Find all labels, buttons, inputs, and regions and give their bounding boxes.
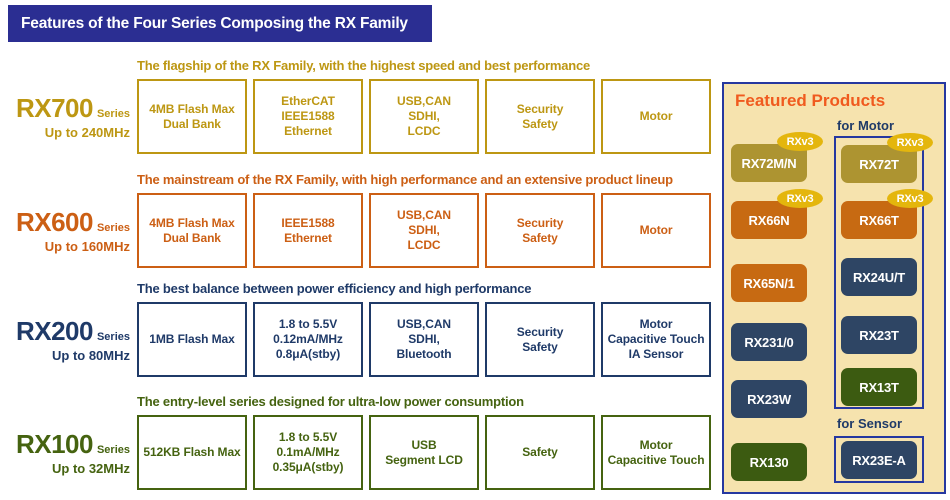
feature-box-flash: 512KB Flash Max	[137, 415, 247, 490]
product-name: RX24U/T	[852, 269, 906, 285]
series-word: Series	[96, 331, 130, 343]
product-name: RX23W	[747, 391, 791, 407]
series-name-line: RX600 Series	[16, 207, 130, 238]
feature-box-security: Security Safety	[485, 79, 595, 154]
series-label-rx600: RX600 Series Up to 160MHz	[0, 193, 130, 268]
series-label-rx100: RX100 Series Up to 32MHz	[0, 415, 130, 490]
feature-box-flash: 4MB Flash Max Dual Bank	[137, 79, 247, 154]
series-row-rx600: The mainstream of the RX Family, with hi…	[0, 172, 718, 272]
product-name: RX23E-A	[852, 452, 906, 468]
product-chip-rx23w: RX23W	[731, 380, 807, 418]
feature-box-group: 512KB Flash Max 1.8 to 5.5V 0.1mA/MHz 0.…	[137, 415, 711, 490]
rxv3-badge: RXv3	[777, 189, 823, 208]
series-max-frequency: Up to 160MHz	[44, 239, 130, 254]
series-headline: The best balance between power efficienc…	[137, 281, 532, 296]
feature-box-application: Motor Capacitive Touch IA Sensor	[601, 302, 711, 377]
feature-box-application: Motor Capacitive Touch	[601, 415, 711, 490]
rxv3-badge: RXv3	[887, 133, 933, 152]
for-sensor-group-box: RX23E-A	[834, 436, 924, 483]
feature-box-power: 1.8 to 5.5V 0.1mA/MHz 0.35μA(stby)	[253, 415, 363, 490]
feature-box-security: Safety	[485, 415, 595, 490]
feature-box-interfaces: USB,CAN SDHI, Bluetooth	[369, 302, 479, 377]
series-max-frequency: Up to 32MHz	[52, 461, 130, 476]
series-name: RX600	[15, 207, 94, 237]
series-headline: The flagship of the RX Family, with the …	[137, 58, 591, 73]
series-max-frequency: Up to 80MHz	[52, 348, 130, 363]
feature-box-security: Security Safety	[485, 193, 595, 268]
featured-products-title: Featured Products	[735, 91, 886, 110]
product-name: RX130	[749, 454, 789, 470]
feature-box-security: Security Safety	[485, 302, 595, 377]
product-name: RX23T	[859, 327, 899, 343]
feature-box-flash: 4MB Flash Max Dual Bank	[137, 193, 247, 268]
feature-box-connectivity: IEEE1588 Ethernet	[253, 193, 363, 268]
product-name: RX66T	[859, 212, 899, 228]
series-name: RX200	[15, 316, 94, 346]
product-name: RX66N	[748, 212, 790, 228]
product-chip-rx66n: RX66N RXv3	[731, 189, 823, 239]
series-max-frequency: Up to 240MHz	[44, 125, 130, 140]
series-word: Series	[96, 222, 130, 234]
feature-box-interfaces: USB,CAN SDHI, LCDC	[369, 79, 479, 154]
feature-box-interfaces: USB,CAN SDHI, LCDC	[369, 193, 479, 268]
feature-box-flash: 1MB Flash Max	[137, 302, 247, 377]
product-name: RX65N/1	[743, 275, 795, 291]
product-chip-rx24ut: RX24U/T	[841, 258, 917, 296]
feature-box-power: 1.8 to 5.5V 0.12mA/MHz 0.8μA(stby)	[253, 302, 363, 377]
feature-box-group: 4MB Flash Max Dual Bank IEEE1588 Etherne…	[137, 193, 711, 268]
product-chip-rx72t: RX72T RXv3	[841, 133, 933, 183]
product-name: RX72M/N	[741, 155, 797, 171]
series-label-rx200: RX200 Series Up to 80MHz	[0, 302, 130, 377]
rxv3-badge: RXv3	[777, 132, 823, 151]
product-chip-rx66t: RX66T RXv3	[841, 189, 933, 239]
series-name-line: RX700 Series	[16, 93, 130, 124]
product-chip-rx13t: RX13T	[841, 368, 917, 406]
series-name: RX700	[15, 93, 94, 123]
rxv3-badge: RXv3	[887, 189, 933, 208]
product-chip-rx23ea: RX23E-A	[841, 441, 917, 479]
product-name: RX231/0	[744, 334, 794, 350]
series-label-rx700: RX700 Series Up to 240MHz	[0, 79, 130, 154]
featured-products-panel: Featured Products RX72M/N RXv3 RX66N RXv…	[722, 82, 946, 494]
series-row-rx200: The best balance between power efficienc…	[0, 281, 718, 381]
product-chip-rx72mn: RX72M/N RXv3	[731, 132, 823, 182]
series-word: Series	[96, 108, 130, 120]
for-motor-label: for Motor	[837, 118, 895, 133]
product-name: RX13T	[859, 379, 899, 395]
feature-box-application: Motor	[601, 193, 711, 268]
page-title: Features of the Four Series Composing th…	[8, 5, 432, 42]
product-chip-rx65n1: RX65N/1	[731, 264, 807, 302]
product-chip-rx23t: RX23T	[841, 316, 917, 354]
feature-box-application: Motor	[601, 79, 711, 154]
series-name-line: RX200 Series	[16, 316, 130, 347]
product-chip-rx2310: RX231/0	[731, 323, 807, 361]
series-headline: The entry-level series designed for ultr…	[137, 394, 524, 409]
series-word: Series	[96, 444, 130, 456]
series-row-rx100: The entry-level series designed for ultr…	[0, 394, 718, 494]
for-motor-group-box: RX72T RXv3 RX66T RXv3 RX24U/T RX23T RX13…	[834, 133, 933, 409]
series-name-line: RX100 Series	[16, 429, 130, 460]
for-sensor-label: for Sensor	[837, 416, 903, 431]
series-headline: The mainstream of the RX Family, with hi…	[137, 172, 673, 187]
feature-box-group: 4MB Flash Max Dual Bank EtherCAT IEEE158…	[137, 79, 711, 154]
series-row-rx700: The flagship of the RX Family, with the …	[0, 58, 718, 158]
feature-box-connectivity: EtherCAT IEEE1588 Ethernet	[253, 79, 363, 154]
series-name: RX100	[15, 429, 94, 459]
feature-box-interfaces: USB Segment LCD	[369, 415, 479, 490]
feature-box-group: 1MB Flash Max 1.8 to 5.5V 0.12mA/MHz 0.8…	[137, 302, 711, 377]
product-chip-rx130: RX130	[731, 443, 807, 481]
product-name: RX72T	[859, 156, 899, 172]
